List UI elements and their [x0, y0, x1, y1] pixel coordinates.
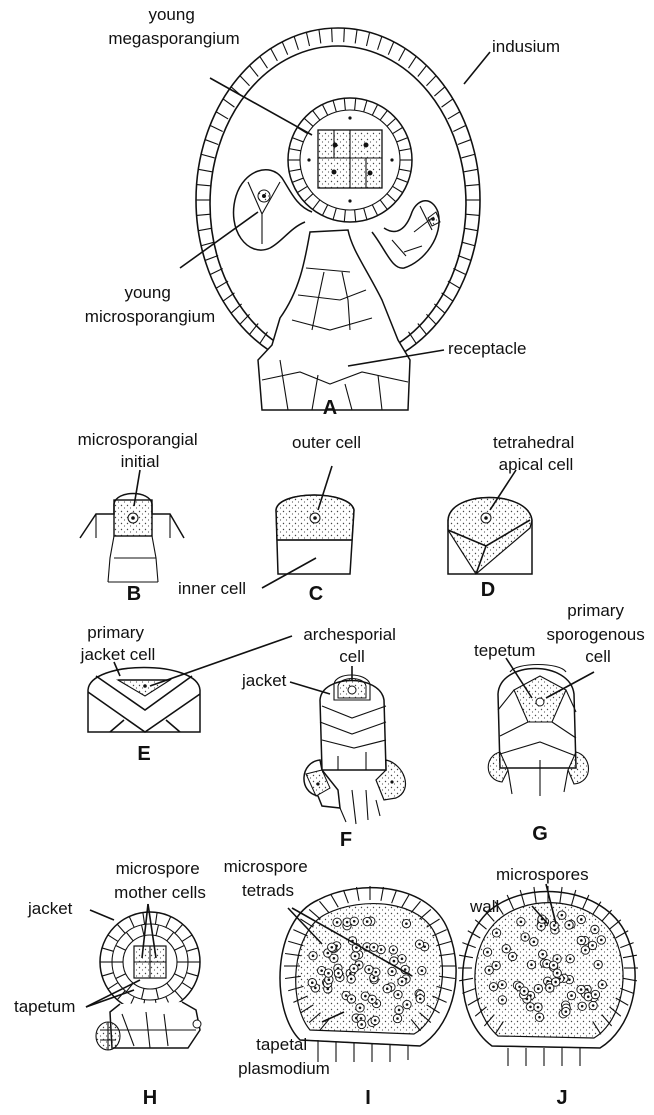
panel-i: microspore tetrads tapetal plasmodium I — [224, 857, 457, 1109]
panel-a: young megasporangium indusium young micr… — [85, 5, 560, 419]
letter-e: E — [137, 743, 150, 765]
label-young-megasporangium: young megasporangium — [108, 5, 239, 48]
label-jacket-h: jacket — [27, 899, 73, 918]
label-wall: wall — [469, 897, 499, 916]
letter-g: G — [532, 823, 548, 845]
letter-c: C — [309, 583, 323, 605]
panel-e: primary jacket cell E — [80, 623, 292, 765]
label-receptacle: receptacle — [448, 339, 526, 358]
label-jacket-f: jacket — [241, 671, 287, 690]
letter-j: J — [556, 1087, 567, 1109]
label-tepetum: tepetum — [474, 641, 535, 660]
label-microspore-tetrads: microspore tetrads — [224, 857, 313, 900]
panel-c: outer cell inner cell C — [178, 433, 361, 605]
label-indusium: indusium — [492, 37, 560, 56]
letter-f: F — [340, 829, 352, 851]
label-archesporial-cell: archesporial cell — [303, 625, 400, 666]
label-tapetum: tapetum — [14, 997, 75, 1016]
label-inner-cell: inner cell — [178, 579, 246, 598]
panel-f: archesporial cell jacket F — [241, 625, 405, 851]
label-microsporangial-initial: microsporangial initial — [78, 430, 203, 471]
leader-young-megasporangium — [210, 78, 312, 135]
label-young-microsporangium: young microsporangium — [85, 283, 215, 326]
letter-d: D — [481, 579, 495, 601]
letter-h: H — [143, 1087, 157, 1109]
label-tetrahedral-apical-cell: tetrahedral apical cell — [493, 433, 579, 474]
label-microspores: microspores — [496, 865, 589, 884]
label-outer-cell: outer cell — [292, 433, 361, 452]
panel-j: microspores wall J — [458, 865, 638, 1109]
panel-h: microspore mother cells jacket tapetum H — [14, 859, 206, 1109]
panel-g: tepetum primary sporogenous cell G — [474, 601, 650, 845]
panel-d: tetrahedral apical cell D — [448, 433, 579, 601]
label-microspore-mother-cells: microspore mother cells — [114, 859, 206, 902]
leader-indusium — [464, 52, 490, 84]
letter-a: A — [323, 397, 337, 419]
label-primary-sporogenous-cell: primary sporogenous cell — [546, 601, 649, 666]
label-primary-jacket-cell: primary jacket cell — [80, 623, 156, 664]
letter-i: I — [365, 1087, 371, 1109]
letter-b: B — [127, 583, 141, 605]
